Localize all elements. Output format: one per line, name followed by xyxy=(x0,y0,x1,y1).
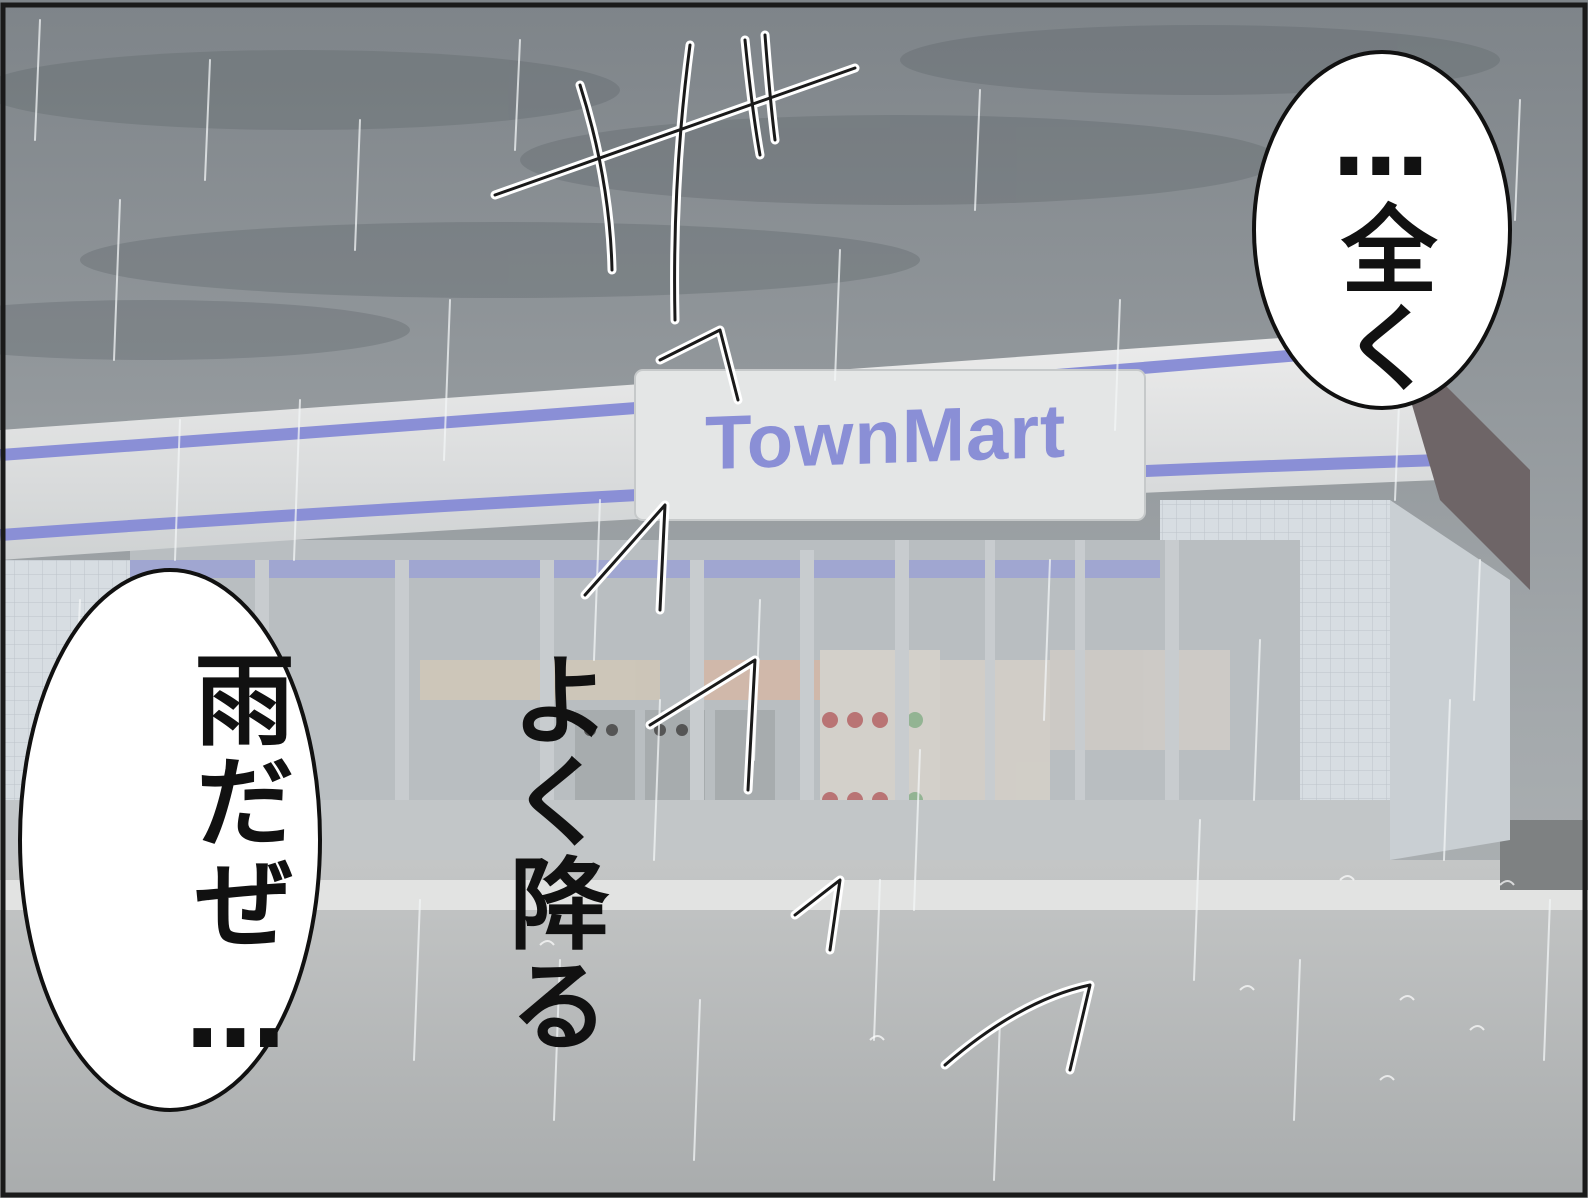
rain xyxy=(34,19,1551,1181)
sfx-text: ザァァァァ xyxy=(700,1150,800,1179)
speech-text-left-col2: 雨だぜ… xyxy=(177,648,294,1073)
speech-bubble-left xyxy=(18,568,322,1112)
sfx-rain-sound xyxy=(490,30,1095,1075)
store-sign-text: TownMart xyxy=(705,388,1067,487)
speech-text-left: よく降る 雨だぜ… xyxy=(78,648,813,1073)
speech-bubble-right xyxy=(1252,50,1512,410)
speech-text-right: …全く xyxy=(1324,86,1437,396)
store-sign: TownMart xyxy=(705,389,1066,490)
side-wall xyxy=(1390,500,1510,860)
speech-text-left-col1: よく降る xyxy=(492,648,609,1056)
sign-panel xyxy=(634,369,1146,521)
